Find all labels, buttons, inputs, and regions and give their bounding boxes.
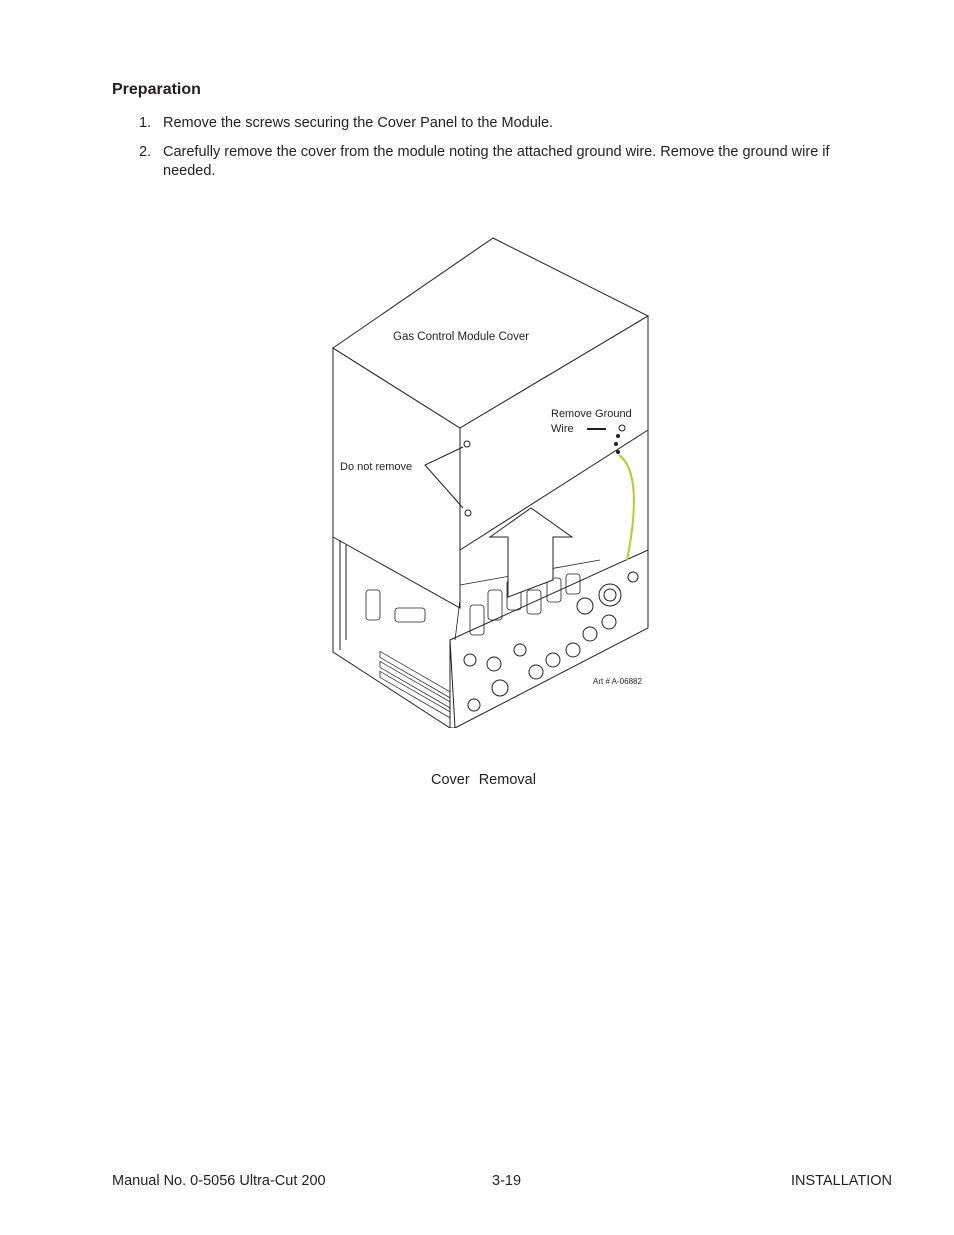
ground-wire-connector <box>614 424 626 454</box>
front-fittings <box>463 571 639 712</box>
module-chassis <box>332 537 649 728</box>
lift-arrow <box>488 507 574 598</box>
ground-wire <box>618 454 635 561</box>
ground-wire-label-line2: Wire <box>551 423 574 435</box>
cover-screw-top <box>463 440 471 448</box>
footer-section: INSTALLATION <box>791 1173 892 1189</box>
do-not-remove-leader <box>424 446 464 509</box>
cover-screw-bottom <box>464 509 472 517</box>
section-heading: Preparation <box>112 81 201 98</box>
figure-caption: Cover Removal <box>431 772 536 788</box>
step-1: 1. Remove the screws securing the Cover … <box>139 114 899 134</box>
do-not-remove-label: Do not remove <box>340 461 412 473</box>
module-cover <box>332 237 650 609</box>
art-number: Art # A-06882 <box>593 677 642 686</box>
step-2: 2. Carefully remove the cover from the m… <box>139 143 899 183</box>
ground-wire-label-line1: Remove Ground <box>551 408 632 420</box>
footer-manual-number: Manual No. 0-5056 Ultra-Cut 200 <box>112 1173 326 1189</box>
step-1-number: 1. <box>139 115 152 131</box>
cover-label: Gas Control Module Cover <box>393 331 529 343</box>
cover-removal-figure: Gas Control Module Cover Remove Ground W… <box>330 236 654 728</box>
step-1-text: Remove the screws securing the Cover Pan… <box>163 115 554 131</box>
footer-page-number: 3-19 <box>492 1173 522 1189</box>
step-2-text: Carefully remove the cover from the modu… <box>163 144 830 179</box>
module-illustration: Gas Control Module Cover Remove Ground W… <box>332 237 650 728</box>
step-2-number: 2. <box>139 144 152 160</box>
